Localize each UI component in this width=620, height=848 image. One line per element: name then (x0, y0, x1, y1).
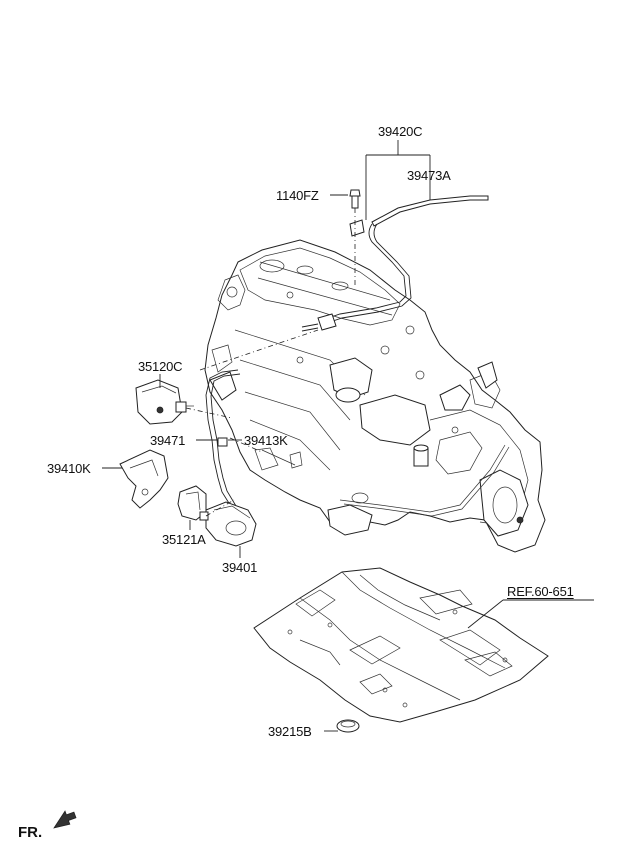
front-arrow-icon (53, 810, 77, 829)
leader-lines (102, 140, 594, 732)
vacuum-actuator-39401 (199, 501, 257, 547)
part-label-39473a: 39473A (407, 168, 451, 183)
front-direction-label: FR. (18, 824, 43, 841)
part-label-39215b: 39215B (268, 724, 312, 739)
vacuum-hose-39471 (205, 369, 241, 509)
part-label-35121a: 35121A (162, 532, 206, 547)
part-label-39413k: 39413K (244, 433, 288, 448)
part-label-39471: 39471 (150, 433, 186, 448)
part-label-39420c: 39420C (378, 124, 423, 139)
floor-panel (253, 567, 549, 733)
reference-label: REF.60-651 (507, 584, 574, 599)
bracket-39410K (119, 449, 169, 509)
vacuum-pipe-39473A (301, 189, 489, 332)
part-label-35120c: 35120C (138, 359, 183, 374)
part-label-39401: 39401 (222, 560, 258, 575)
part-label-1140fz: 1140FZ (276, 188, 319, 203)
engine-assembly (204, 239, 546, 553)
solenoid-valve-35120C (135, 379, 194, 425)
part-label-39410k: 39410K (47, 461, 91, 476)
